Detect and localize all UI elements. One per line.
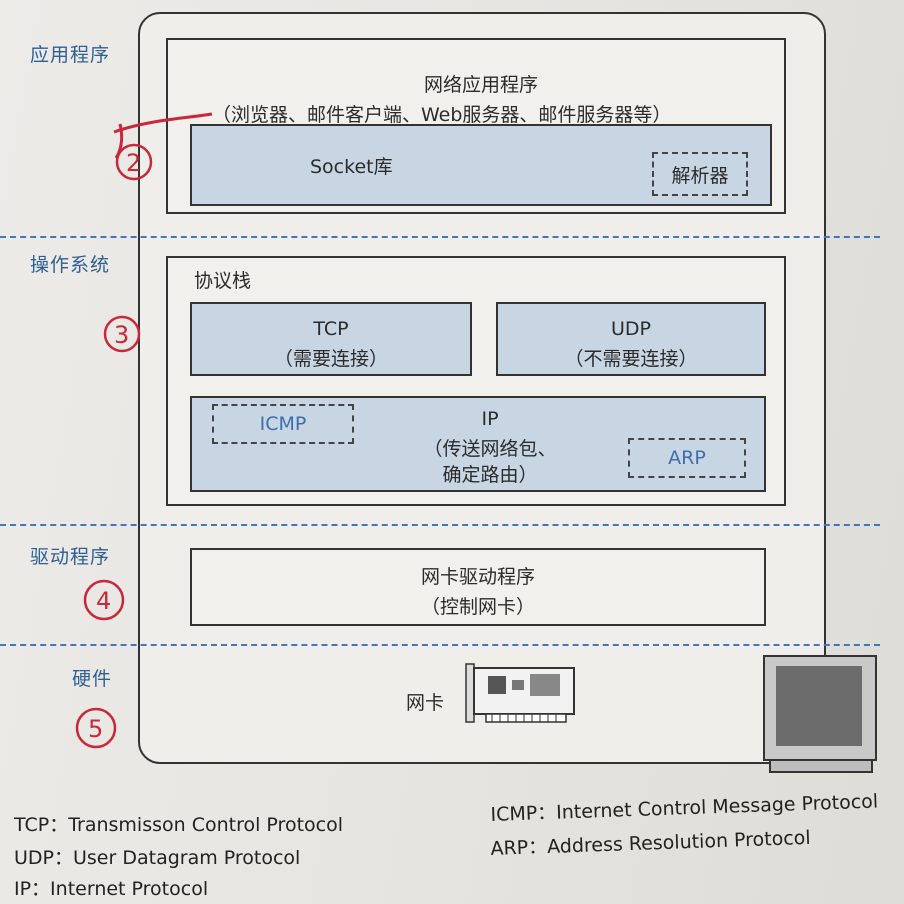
protocol-stack-title: 协议栈 xyxy=(194,270,252,292)
layer-label-driver: 驱动程序 xyxy=(30,546,111,568)
nic-label: 网卡 xyxy=(406,692,445,714)
monitor-icon xyxy=(763,655,877,773)
arp-label: ARP xyxy=(668,447,706,469)
socket-library-box xyxy=(190,124,772,206)
legend-tcp: TCP：Transmisson Control Protocol xyxy=(14,814,344,836)
handwritten-mark-4-icon: 4 xyxy=(83,579,125,621)
ip-name: IP xyxy=(481,408,499,430)
handwritten-number-2: 2 xyxy=(126,149,141,177)
ip-desc-line2: 确定路由） xyxy=(442,464,538,486)
resolver-box: 解析器 xyxy=(652,152,748,196)
layer-label-hardware: 硬件 xyxy=(72,668,113,690)
udp-desc: （不需要连接） xyxy=(564,348,698,370)
socket-library-label: Socket库 xyxy=(310,156,393,178)
nic-card-icon xyxy=(465,663,575,723)
tcp-desc: （需要连接） xyxy=(273,348,388,370)
tcp-box xyxy=(190,302,472,376)
nic-driver-desc: （控制网卡） xyxy=(420,596,535,618)
legend-ip: IP：Internet Protocol xyxy=(14,878,209,900)
tcp-name: TCP xyxy=(313,318,349,340)
handwritten-mark-2-icon: 2 xyxy=(113,112,213,181)
udp-box xyxy=(496,302,766,376)
layer-label-os: 操作系统 xyxy=(30,254,111,276)
handwritten-number-4: 4 xyxy=(96,587,111,615)
resolver-label: 解析器 xyxy=(671,164,729,187)
ip-box xyxy=(190,396,766,492)
ip-desc-line1: （传送网络包、 xyxy=(423,438,557,460)
layer-label-application: 应用程序 xyxy=(30,44,111,66)
icmp-box: ICMP xyxy=(212,404,354,444)
handwritten-mark-3-icon: 3 xyxy=(103,315,141,353)
handwritten-mark-5-icon: 5 xyxy=(75,707,117,749)
layer-divider-driver-hw xyxy=(0,644,880,646)
handwritten-number-5: 5 xyxy=(88,715,103,743)
udp-name: UDP xyxy=(611,318,651,340)
legend-udp: UDP：User Datagram Protocol xyxy=(14,847,301,869)
nic-driver-box xyxy=(190,548,766,626)
network-app-title: 网络应用程序 xyxy=(424,74,539,96)
icmp-label: ICMP xyxy=(259,413,307,435)
handwritten-number-3: 3 xyxy=(114,321,129,349)
layer-divider-app-os xyxy=(0,236,880,238)
network-app-subtitle: （浏览器、邮件客户端、Web服务器、邮件服务器等） xyxy=(212,104,672,126)
nic-driver-title: 网卡驱动程序 xyxy=(420,566,535,588)
arp-box: ARP xyxy=(628,438,746,478)
layer-divider-os-driver xyxy=(0,524,880,526)
